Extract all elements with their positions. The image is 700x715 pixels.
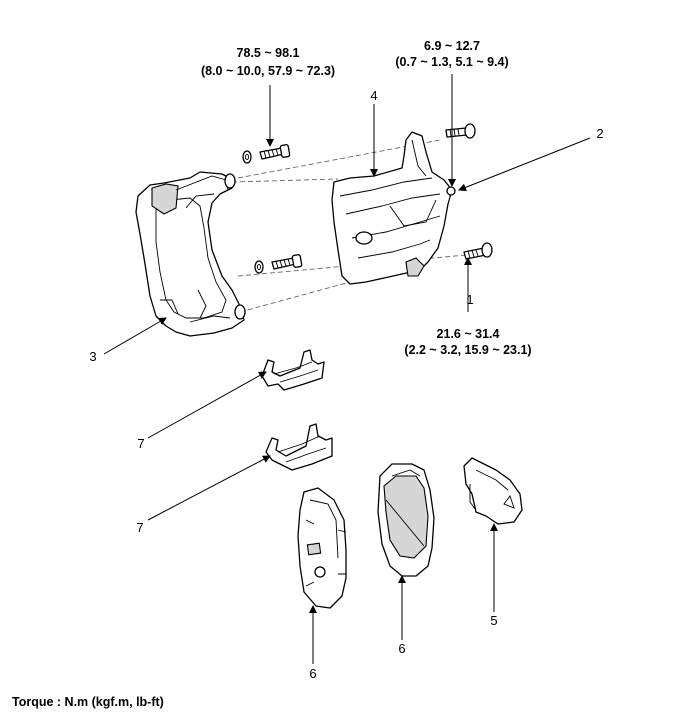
- torque-note-bleeder-screw: 6.9 ~ 12.7 (0.7 ~ 1.3, 5.1 ~ 9.4): [395, 39, 508, 69]
- pad-retainer-clip-lower: [265, 423, 333, 471]
- guide-bolt-upper: [242, 144, 291, 164]
- leader-lines: [103, 74, 591, 664]
- callout-3: 3: [89, 349, 96, 364]
- guide-bolt-lower: [254, 254, 303, 274]
- callout-7-lower-clip: 7: [136, 520, 143, 535]
- callout-4: 4: [370, 88, 377, 103]
- torque-value-alt-units: (2.2 ~ 3.2, 15.9 ~ 23.1): [404, 343, 531, 357]
- callout-6-inner-pad: 6: [309, 666, 316, 681]
- torque-value: 78.5 ~ 98.1: [237, 46, 300, 60]
- caliper-bolt: [463, 242, 493, 260]
- pad-shim: [463, 457, 523, 525]
- upper-right-bolt: [445, 123, 476, 139]
- torque-value-alt-units: (8.0 ~ 10.0, 57.9 ~ 72.3): [201, 64, 335, 78]
- torque-note-caliper-bolt: 21.6 ~ 31.4 (2.2 ~ 3.2, 15.9 ~ 23.1): [404, 327, 531, 357]
- torque-unit-legend: Torque : N.m (kgf.m, lb-ft): [12, 695, 164, 709]
- callout-1: 1: [466, 292, 473, 307]
- torque-value-alt-units: (0.7 ~ 1.3, 5.1 ~ 9.4): [395, 55, 508, 69]
- brake-pad-inner: [297, 487, 347, 609]
- callout-2: 2: [596, 126, 603, 141]
- caliper-carrier: [135, 171, 246, 337]
- callout-5: 5: [490, 613, 497, 628]
- caliper-housing: [331, 131, 456, 285]
- callout-6-outer-pad: 6: [398, 641, 405, 656]
- pad-retainer-clip-upper: [261, 349, 325, 391]
- brake-pad-outer: [377, 463, 435, 577]
- torque-note-guide-rod-bolt: 78.5 ~ 98.1 (8.0 ~ 10.0, 57.9 ~ 72.3): [201, 46, 335, 78]
- torque-value: 21.6 ~ 31.4: [437, 327, 500, 341]
- torque-value: 6.9 ~ 12.7: [424, 39, 480, 53]
- callout-7-upper-clip: 7: [137, 436, 144, 451]
